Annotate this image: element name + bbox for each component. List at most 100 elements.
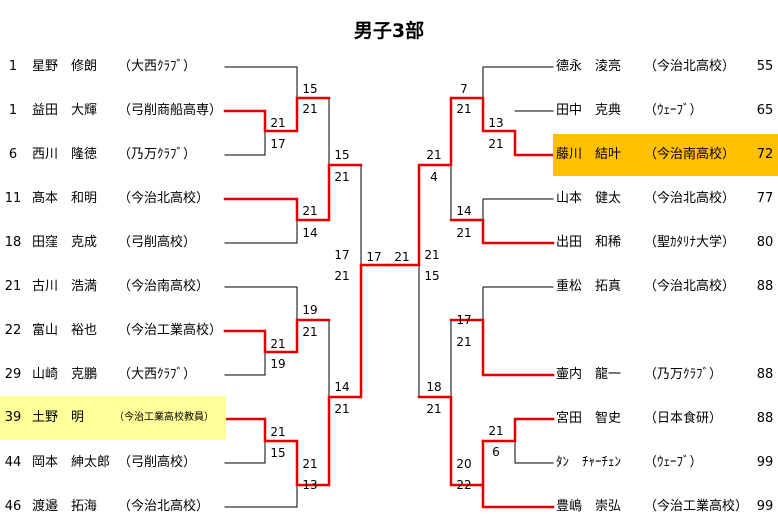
score-final-left: 17 — [366, 250, 382, 264]
left-player-10[interactable]: 44 岡本 紳太郎 （弓削高校） — [2, 453, 224, 473]
right-player-5[interactable]: 出田 和稀 （聖ｶﾀﾘﾅ大学） 80 — [556, 233, 778, 253]
score-l-qf2-top: 14 — [334, 380, 350, 394]
player-club: （今治南高校） — [118, 279, 210, 294]
win-path-r-ideta — [449, 218, 555, 245]
seed-label: 55 — [756, 59, 774, 74]
score-l-r1c-top: 21 — [270, 425, 286, 439]
left-player-11[interactable]: 46 渡邉 拓海 （今治北高校） — [2, 497, 224, 517]
seed-label: 80 — [756, 235, 774, 250]
seed-label: 18 — [4, 235, 22, 250]
left-player-5[interactable]: 18 田窪 克成 （弓削高校） — [2, 233, 224, 253]
right-player-2[interactable]: 田中 克典 （ｳｪｰﾌﾞ） 65 — [556, 101, 778, 121]
player-club: （弓削高校） — [118, 235, 197, 250]
player-club: （今治北高校） — [118, 499, 210, 514]
score-r-r2d-bot: 22 — [456, 478, 472, 492]
left-player-8[interactable]: 29 山崎 克鵬 （大西ｸﾗﾌﾞ） — [2, 365, 224, 385]
player-club: （ｳｪｰﾌﾞ） — [644, 455, 703, 470]
left-player-2[interactable]: 1 益田 大輝 （弓削商船高専） — [2, 101, 224, 121]
player-club: （今治北高校） — [644, 191, 736, 206]
right-player-3[interactable]: 藤川 結叶 （今治南高校） 72 — [553, 134, 778, 176]
score-l-r1a-bot: 17 — [270, 137, 286, 151]
player-name: 益田 大輝 — [32, 103, 98, 118]
player-name: 出田 和稀 — [556, 235, 622, 250]
score-l-r2d-bot: 13 — [302, 478, 318, 492]
player-club: （今治工業高校） — [644, 499, 749, 514]
score-l-r2b-top: 21 — [302, 204, 318, 218]
player-club: （今治北高校） — [118, 191, 210, 206]
score-r-r1a-top: 13 — [488, 116, 504, 130]
player-name: 土野 明 — [32, 410, 85, 425]
right-player-9[interactable]: ﾀﾝ ﾁｬｰﾁｪﾝ （ｳｪｰﾌﾞ） 99 — [556, 453, 778, 473]
score-r-r2c-bot: 21 — [456, 335, 472, 349]
score-l-qf1-top: 15 — [334, 148, 350, 162]
right-player-4[interactable]: 山本 健太 （今治北高校） 77 — [556, 189, 778, 209]
player-name: 山崎 克鵬 — [32, 367, 98, 382]
score-l-r2c-top: 19 — [302, 303, 318, 317]
right-player-8[interactable]: 宮田 智史 （日本食研） 88 — [556, 409, 778, 429]
player-club: （今治工業高校教員） — [114, 412, 214, 423]
score-l-r1b-top: 21 — [270, 337, 286, 351]
score-r-qf2-bot: 21 — [426, 402, 442, 416]
player-club: （弓削商船高専） — [118, 103, 223, 118]
seed-label: 22 — [4, 323, 22, 338]
seed-label: 1 — [8, 59, 18, 74]
player-name: 岡本 紳太郎 — [32, 455, 111, 470]
player-name: ﾀﾝ ﾁｬｰﾁｪﾝ — [556, 455, 622, 470]
score-r-r1b-top: 21 — [488, 424, 504, 438]
left-player-9[interactable]: 39 土野 明 （今治工業高校教員） — [0, 396, 226, 440]
seed-label: 99 — [756, 499, 774, 514]
score-l-qf2-bot: 21 — [334, 402, 350, 416]
score-l-r2b-bot: 14 — [302, 226, 318, 240]
player-name: 星野 修朗 — [32, 59, 98, 74]
player-name: 藤川 結叶 — [556, 147, 622, 162]
seed-label: 29 — [4, 367, 22, 382]
left-player-7[interactable]: 22 富山 裕也 （今治工業高校） — [2, 321, 224, 341]
player-club: （聖ｶﾀﾘﾅ大学） — [644, 235, 736, 250]
seed-label: 99 — [756, 455, 774, 470]
left-player-4[interactable]: 11 髙本 和明 （今治北高校） — [2, 189, 224, 209]
player-club: （大西ｸﾗﾌﾞ） — [118, 59, 197, 74]
left-player-3[interactable]: 6 西川 隆徳 （乃万ｸﾗﾌﾞ） — [2, 145, 224, 165]
player-name: 西川 隆徳 — [32, 147, 98, 162]
right-player-7[interactable]: 壷内 龍一 （乃万ｸﾗﾌﾞ） 88 — [556, 365, 778, 385]
player-name: 豊嶋 崇弘 — [556, 499, 622, 514]
score-r-r2b-top: 14 — [456, 204, 472, 218]
score-r-r2c-top: 17 — [456, 313, 472, 327]
player-club: （日本食研） — [644, 411, 723, 426]
left-player-6[interactable]: 21 古川 浩満 （今治南高校） — [2, 277, 224, 297]
win-path-l-tsuchino — [223, 263, 389, 487]
score-l-sf-top: 17 — [334, 248, 350, 262]
win-path-l-tomiyama — [223, 318, 331, 354]
seed-label: 1 — [8, 103, 18, 118]
seed-label: 72 — [756, 147, 774, 162]
player-name: 髙本 和明 — [32, 191, 98, 206]
score-r-sf-bot: 15 — [424, 269, 440, 283]
win-path-l-masuda — [223, 96, 331, 133]
score-r-r2b-bot: 21 — [456, 226, 472, 240]
win-path-r-tsubouchi — [449, 318, 555, 377]
player-club: （乃万ｸﾗﾌﾞ） — [118, 147, 197, 162]
right-player-10[interactable]: 豊嶋 崇弘 （今治工業高校） 99 — [556, 497, 778, 517]
score-r-qf2-top: 18 — [426, 380, 442, 394]
player-club: （今治北高校） — [644, 59, 736, 74]
player-name: 富山 裕也 — [32, 323, 98, 338]
score-r-qf1-bot: 4 — [430, 170, 438, 184]
seed-label: 77 — [756, 191, 774, 206]
player-name: 田窪 克成 — [32, 235, 98, 250]
right-player-1[interactable]: 德永 淩亮 （今治北高校） 55 — [556, 57, 778, 77]
player-name: 古川 浩満 — [32, 279, 98, 294]
player-name: 渡邉 拓海 — [32, 499, 98, 514]
player-name: 壷内 龍一 — [556, 367, 622, 382]
score-r-r2a-top: 7 — [460, 82, 468, 96]
seed-label: 21 — [4, 279, 22, 294]
win-path-l-takamoto — [223, 163, 363, 222]
score-l-r1b-bot: 19 — [270, 357, 286, 371]
right-player-6[interactable]: 重松 拓真 （今治北高校） 88 — [556, 277, 778, 297]
left-player-1[interactable]: 1 星野 修朗 （大西ｸﾗﾌﾞ） — [2, 57, 224, 77]
score-l-r2a-top: 15 — [302, 82, 318, 96]
score-r-sf-top: 21 — [424, 248, 440, 262]
player-club: （乃万ｸﾗﾌﾞ） — [644, 367, 723, 382]
score-final-right: 21 — [394, 250, 410, 264]
seed-label: 39 — [4, 410, 22, 425]
